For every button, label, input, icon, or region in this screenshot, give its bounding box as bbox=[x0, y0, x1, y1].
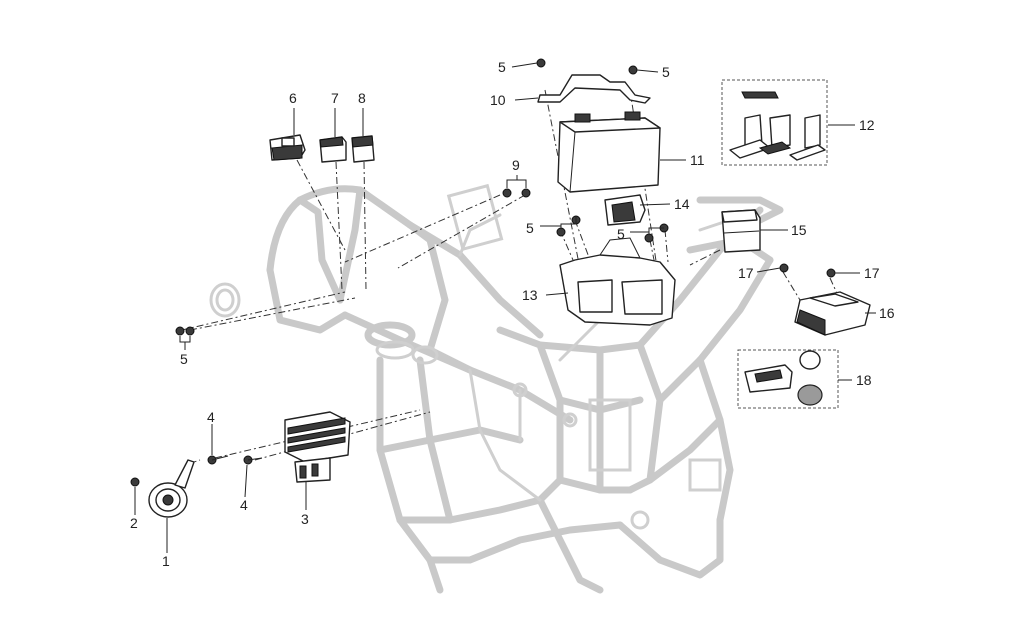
ecu-16 bbox=[794, 291, 871, 336]
callout-17a: 17 bbox=[738, 265, 754, 281]
callout-13: 13 bbox=[522, 287, 538, 303]
callout-10: 10 bbox=[490, 92, 506, 108]
callout-9: 9 bbox=[512, 157, 520, 173]
battery-11 bbox=[557, 111, 661, 193]
callout-4a: 4 bbox=[207, 409, 215, 425]
battery-strap-10 bbox=[537, 74, 651, 104]
callout-16: 16 bbox=[879, 305, 895, 321]
motorcycle-frame bbox=[209, 183, 784, 594]
battery-tray-13 bbox=[559, 237, 676, 326]
callout-labels: 1 2 3 4 4 5 5 5 5 5 6 7 8 9 10 11 12 13 … bbox=[130, 59, 895, 569]
fasteners bbox=[130, 58, 836, 487]
relay-7 bbox=[319, 136, 347, 163]
relay-8 bbox=[351, 135, 375, 163]
callout-18: 18 bbox=[856, 372, 872, 388]
callout-1: 1 bbox=[162, 553, 170, 569]
voltage-regulator-3 bbox=[284, 411, 351, 483]
callout-3: 3 bbox=[301, 511, 309, 527]
callout-7: 7 bbox=[331, 90, 339, 106]
callout-2: 2 bbox=[130, 515, 138, 531]
callout-4b: 4 bbox=[240, 497, 248, 513]
callout-5e: 5 bbox=[180, 351, 188, 367]
leader-lines bbox=[134, 62, 876, 553]
horn-1 bbox=[148, 459, 195, 518]
callout-14: 14 bbox=[674, 196, 690, 212]
callout-12: 12 bbox=[859, 117, 875, 133]
connector-14 bbox=[604, 194, 646, 226]
relay-6 bbox=[269, 134, 306, 161]
callout-15: 15 bbox=[791, 222, 807, 238]
callout-5b: 5 bbox=[662, 64, 670, 80]
callout-6: 6 bbox=[289, 90, 297, 106]
callout-11: 11 bbox=[690, 152, 705, 168]
module-15 bbox=[721, 209, 761, 253]
callout-5c: 5 bbox=[526, 220, 534, 236]
sensor-kit-18 bbox=[737, 349, 839, 409]
callout-17b: 17 bbox=[864, 265, 880, 281]
callout-5d: 5 bbox=[617, 226, 625, 242]
callout-5a: 5 bbox=[498, 59, 506, 75]
battery-pads-kit-12 bbox=[721, 79, 828, 166]
callout-8: 8 bbox=[358, 90, 366, 106]
